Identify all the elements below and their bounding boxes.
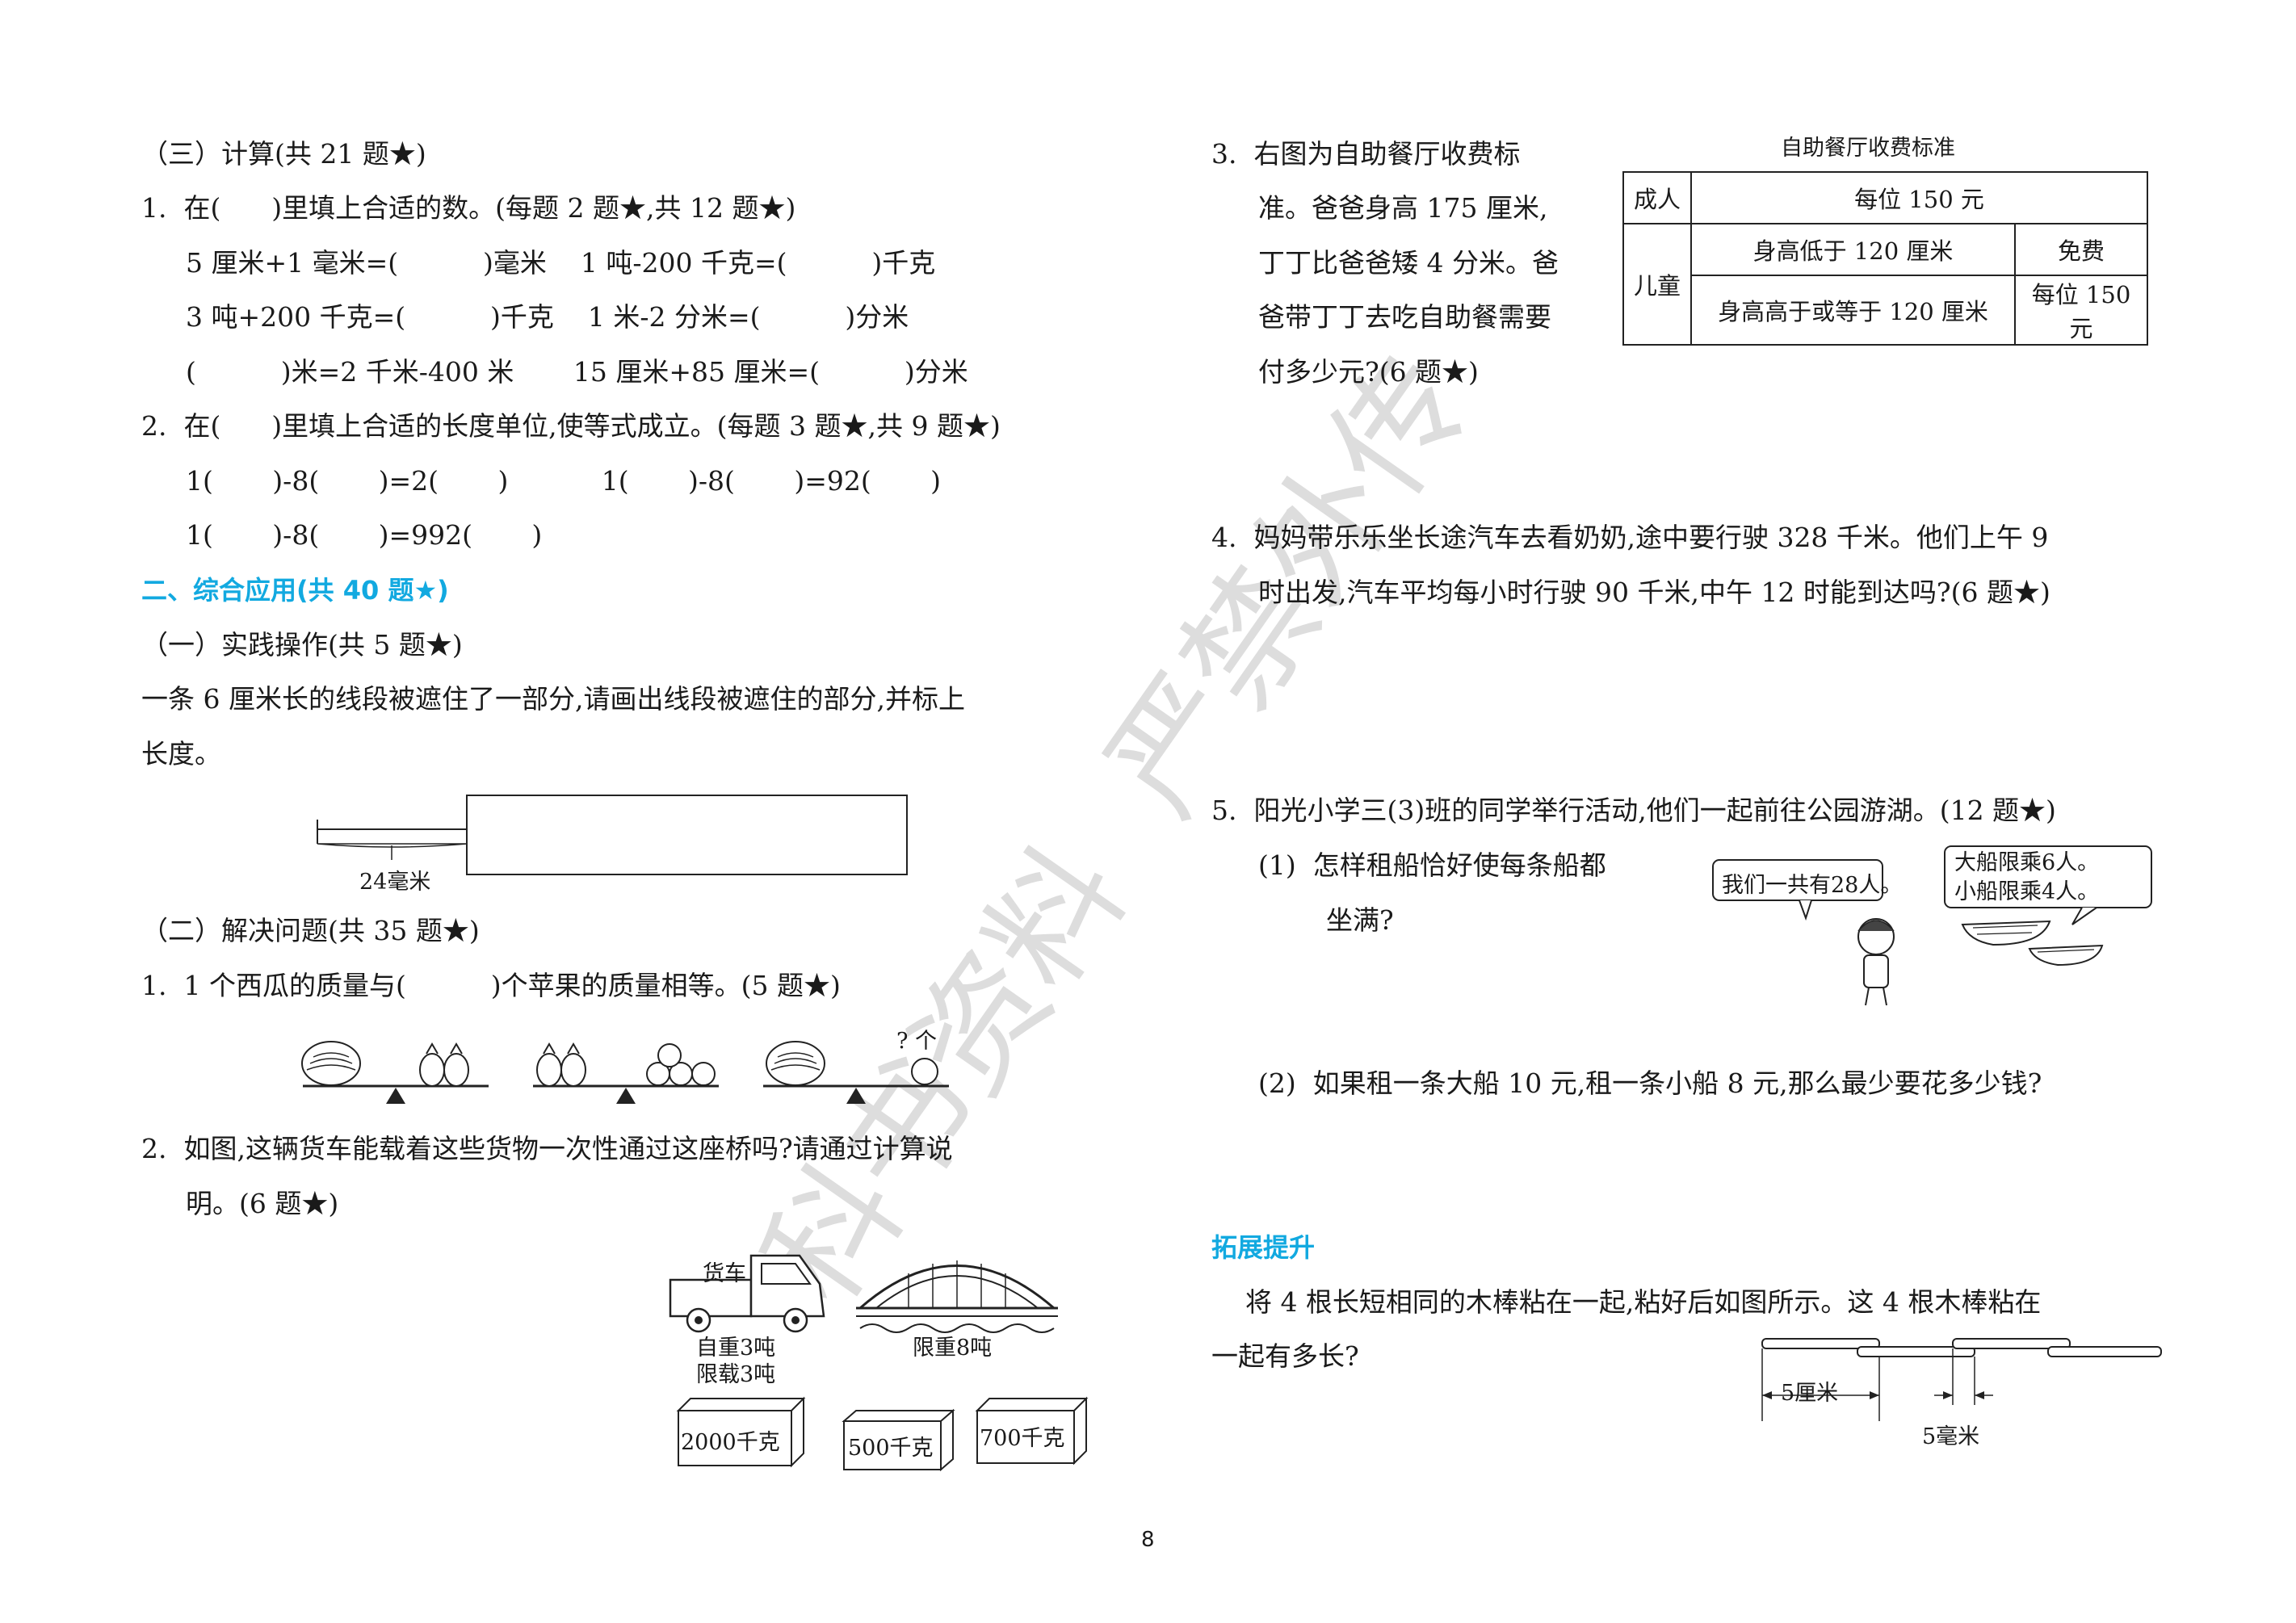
page-number: 8 xyxy=(1141,1528,1155,1552)
stick-overlap-label: 5毫米 xyxy=(1922,1424,1980,1449)
q1-row: 3 吨+200 千克=( )千克 1 米-2 分米=( )分米 xyxy=(186,301,909,333)
truck-icon xyxy=(669,1254,825,1333)
speech-bubble-boats: 小船限乘4人。 xyxy=(1954,879,2100,904)
q3-text: 爸带丁丁去吃自助餐需要 xyxy=(1258,301,1551,333)
truck-label: 货车 xyxy=(703,1261,746,1286)
q4-text: 时出发,汽车平均每小时行驶 90 千米,中午 12 时能到达吗?(6 题★) xyxy=(1258,577,2050,608)
segment-label: 24毫米 xyxy=(359,870,431,895)
fee-table-title: 自助餐厅收费标准 xyxy=(1781,136,1955,161)
covered-segment-figure xyxy=(317,795,908,875)
extension-title: 拓展提升 xyxy=(1211,1232,1316,1263)
practice-title: （一）实践操作(共 5 题★) xyxy=(141,629,463,661)
q2-row: 1( )-8( )=2( ) 1( )-8( )=92( ) xyxy=(186,465,942,497)
q5-sub1: 坐满? xyxy=(1326,904,1394,936)
stick-length-label: 5厘米 xyxy=(1781,1381,1839,1406)
box-label: 2000千克 xyxy=(681,1430,780,1455)
extension-text: 一起有多长? xyxy=(1211,1340,1359,1372)
p2-text: 明。(6 题★) xyxy=(186,1188,339,1219)
fee-adult: 成人 xyxy=(1622,171,1692,224)
fee-adult-price: 每位 150 元 xyxy=(1690,171,2148,224)
bridge-limit: 限重8吨 xyxy=(913,1336,993,1361)
truck-weight: 自重3吨 xyxy=(696,1336,776,1361)
fee-child-low-price: 免费 xyxy=(2014,223,2148,276)
boat-scene-figure xyxy=(1712,845,2152,1006)
q5-sub1: (1) 怎样租船恰好使每条船都 xyxy=(1258,849,1606,881)
balance-scales-figure xyxy=(301,1041,949,1104)
extension-text: 将 4 根长短相同的木棒粘在一起,粘好后如图所示。这 4 根木棒粘在 xyxy=(1211,1286,2042,1318)
fee-child: 儿童 xyxy=(1622,223,1692,346)
solve-title: （二）解决问题(共 35 题★) xyxy=(141,915,480,946)
p1-text: 1. 1 个西瓜的质量与( )个苹果的质量相等。(5 题★) xyxy=(141,970,841,1001)
q2-title: 2. 在( )里填上合适的长度单位,使等式成立。(每题 3 题★,共 9 题★) xyxy=(141,410,1001,442)
q1-row: 5 厘米+1 毫米=( )毫米 1 吨-200 千克=( )千克 xyxy=(186,247,936,279)
practice-text: 一条 6 厘米长的线段被遮住了一部分,请画出线段被遮住的部分,并标上 xyxy=(141,683,965,715)
speech-bubble-boats: 大船限乘6人。 xyxy=(1954,850,2100,875)
q1-row: ( )米=2 千米-400 米 15 厘米+85 厘米=( )分米 xyxy=(186,356,968,388)
bridge-icon xyxy=(856,1260,1058,1333)
practice-text: 长度。 xyxy=(141,738,221,770)
q3-text: 付多少元?(6 题★) xyxy=(1258,356,1479,388)
apple-question-label: ? 个 xyxy=(896,1029,938,1054)
q4-text: 4. 妈妈带乐乐坐长途汽车去看奶奶,途中要行驶 328 千米。他们上午 9 xyxy=(1211,522,2049,553)
sticks-figure xyxy=(1761,1338,2162,1421)
fee-child-high-price: 每位 150 元 xyxy=(2014,275,2148,346)
truck-load: 限载3吨 xyxy=(696,1362,776,1387)
box-label: 500千克 xyxy=(848,1436,934,1461)
q3-text: 准。爸爸身高 175 厘米, xyxy=(1258,192,1548,224)
q5-title: 5. 阳光小学三(3)班的同学举行活动,他们一起前往公园游湖。(12 题★) xyxy=(1211,795,2056,826)
part2-title: 二、综合应用(共 40 题★) xyxy=(141,575,449,606)
fee-table: 成人 每位 150 元 儿童 身高低于 120 厘米 免费 身高高于或等于 12… xyxy=(1622,171,2148,346)
q5-sub2: (2) 如果租一条大船 10 元,租一条小船 8 元,那么最少要花多少钱? xyxy=(1258,1067,2042,1099)
section-calc-title: （三）计算(共 21 题★) xyxy=(141,138,426,170)
fee-child-high: 身高高于或等于 120 厘米 xyxy=(1690,275,2016,346)
fee-child-low: 身高低于 120 厘米 xyxy=(1690,223,2016,276)
speech-bubble-girl: 我们一共有28人。 xyxy=(1722,873,1903,898)
q3-text: 丁丁比爸爸矮 4 分米。爸 xyxy=(1258,247,1559,279)
p2-text: 2. 如图,这辆货车能载着这些货物一次性通过这座桥吗?请通过计算说 xyxy=(141,1133,953,1164)
q1-title: 1. 在( )里填上合适的数。(每题 2 题★,共 12 题★) xyxy=(141,192,796,224)
cargo-boxes-figure xyxy=(676,1396,1089,1471)
box-label: 700千克 xyxy=(980,1426,1065,1451)
q2-row: 1( )-8( )=992( ) xyxy=(186,519,543,551)
q3-text: 3. 右图为自助餐厅收费标 xyxy=(1211,138,1521,170)
